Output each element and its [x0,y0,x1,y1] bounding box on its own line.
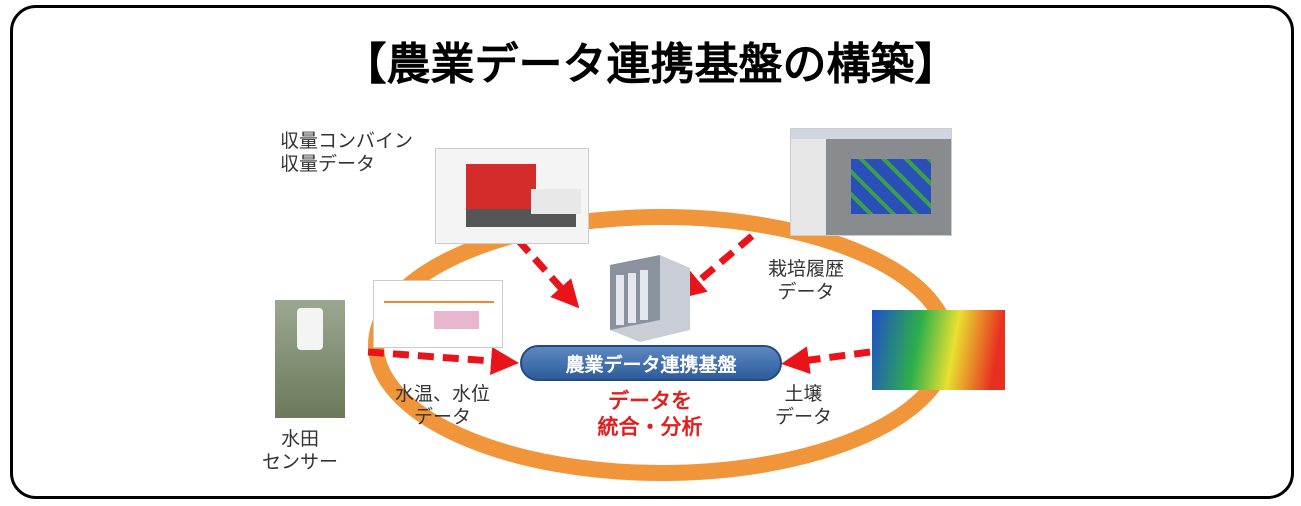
label-combine: 収量コンバイン収量データ [280,130,413,176]
label-cultivation: 栽培履歴データ [768,258,844,304]
label-soil: 土壌データ [775,383,832,429]
arrow-soil [781,346,871,375]
label-line: データ [414,406,472,428]
label-line: 土壌 [784,383,823,405]
arrow-cultivation [677,233,755,300]
server-icon [610,255,690,342]
label-line: 水田 [281,428,320,450]
label-line: 栽培履歴 [768,258,845,280]
water-temperature-chart [373,280,503,348]
agri-data-platform: 農業データ連携基盤 [520,345,782,381]
label-line: 収量コンバイン [280,130,414,152]
label-line: 収量データ [280,153,376,175]
field-map-screenshot [790,128,952,236]
label-line: データ [777,281,835,303]
label-water: 水温、水位データ [395,383,490,429]
arrow-combine [515,237,580,309]
soil-heatmap-image [872,310,1005,390]
label-line: センサー [262,451,339,473]
label-sensor: 水田センサー [262,428,338,474]
page-title: 【農業データ連携基盤の構築】 [342,39,959,90]
arrow-water [367,347,519,375]
integrate-analyze-label: データを統合・分析 [560,388,740,440]
diagram-frame [10,5,1294,499]
label-line: データ [775,406,833,428]
action-line-2: 統合・分析 [597,415,703,439]
action-line-1: データを [608,389,692,413]
combine-harvester-image [435,148,589,244]
paddy-sensor-image [275,300,345,418]
label-line: 水温、水位 [395,383,491,405]
